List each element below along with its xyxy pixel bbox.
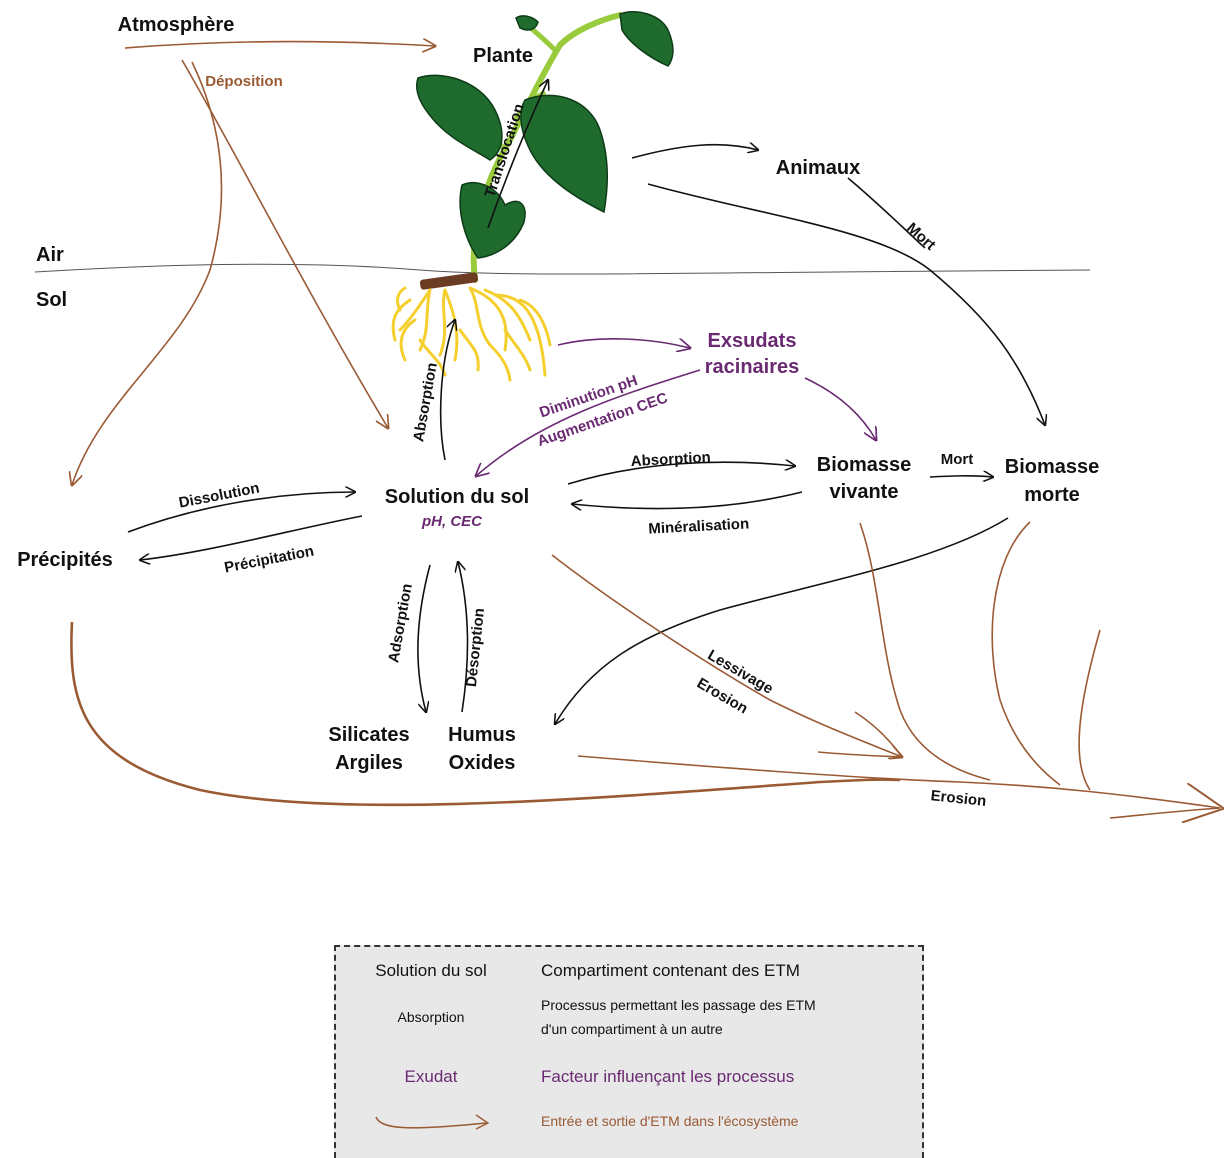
label-erosion-2: Erosion — [930, 787, 987, 810]
node-biomasse-vivante-line1: Biomasse — [817, 454, 912, 476]
arrow-translocation — [487, 80, 548, 229]
arrow-absorption-racines — [439, 320, 455, 461]
node-exsudats-line1: Exsudats — [708, 330, 797, 352]
label-mort-biomasse: Mort — [941, 451, 974, 468]
legend-process-desc-1: Processus permettant les passage des ETM — [541, 997, 816, 1013]
label-mineralisation: Minéralisation — [648, 515, 750, 537]
label-absorption-racines: Absorption — [410, 361, 441, 443]
node-solution-du-sol: Solution du sol — [385, 486, 529, 508]
arrow-erosion-main — [577, 755, 1220, 808]
arrow-exsudats-solution — [476, 369, 701, 476]
arrow-deposition-precipites — [72, 61, 223, 485]
node-plante: Plante — [473, 45, 533, 67]
arrow-plant-animaux — [631, 145, 758, 159]
arrow-lessivage-erosion — [551, 554, 902, 757]
legend-io-desc: Entrée et sortie d'ETM dans l'écosystème — [541, 1113, 799, 1129]
plant-illustration — [416, 10, 674, 290]
arrow-biomasse-morte-out — [991, 521, 1061, 786]
node-silicates-line1: Silicates — [328, 724, 409, 746]
arrow-dissolution — [127, 492, 355, 533]
soil-surface-line — [34, 263, 1091, 275]
layer-label-air: Air — [36, 244, 64, 266]
legend-compartment-key: Solution du sol — [375, 961, 487, 980]
arrow-adsorption — [417, 564, 431, 712]
label-precipitation: Précipitation — [223, 543, 315, 577]
arrow-desorption — [458, 562, 469, 713]
arrow-precipites-erosion — [70, 621, 901, 807]
arrow-atmosphere-plante — [124, 42, 435, 48]
arrow-exsudats-biomasse — [804, 377, 876, 440]
node-solution-props: pH, CEC — [421, 513, 483, 530]
factor-arrows — [476, 338, 876, 476]
arrow-biomasse-morte-humus — [555, 517, 1009, 724]
node-silicates-line2: Argiles — [335, 752, 403, 774]
label-dissolution: Dissolution — [177, 479, 260, 511]
arrow-mort-biomasse — [929, 476, 993, 477]
io-arrows — [71, 42, 1220, 818]
node-precipites: Précipités — [17, 549, 113, 571]
legend-process-key: Absorption — [397, 1009, 465, 1025]
label-absorption-biomasse: Absorption — [630, 449, 711, 470]
legend-factor-key: Exudat — [404, 1067, 458, 1086]
node-exsudats-line2: racinaires — [705, 356, 800, 378]
node-animaux: Animaux — [776, 157, 860, 179]
flux-arrows — [127, 80, 1045, 724]
node-biomasse-morte-line2: morte — [1024, 484, 1080, 506]
node-atmosphere: Atmosphère — [118, 14, 235, 36]
legend-factor-desc: Facteur influençant les processus — [541, 1067, 795, 1086]
label-adsorption: Adsorption — [385, 582, 416, 664]
legend-io-arrow-icon — [375, 1114, 490, 1130]
legend-process-desc-2: d'un compartiment à un autre — [541, 1021, 723, 1037]
arrow-deposition-solution — [181, 59, 388, 428]
arrow-mineralisation — [572, 491, 803, 508]
label-mort-animaux: Mort — [903, 219, 939, 253]
arrow-plant-biomasse-morte — [647, 183, 1045, 425]
label-deposition: Déposition — [205, 73, 283, 90]
node-biomasse-vivante-line2: vivante — [830, 481, 899, 503]
node-biomasse-morte-line1: Biomasse — [1005, 456, 1100, 478]
legend-compartment-desc: Compartiment contenant des ETM — [541, 961, 800, 980]
node-humus-line2: Oxides — [449, 752, 516, 774]
arrow-animaux-mort — [847, 177, 926, 249]
node-humus-line1: Humus — [448, 724, 516, 746]
legend: Solution du sol Compartiment contenant d… — [334, 945, 924, 1158]
layer-label-sol: Sol — [36, 289, 67, 311]
arrow-roots-exsudats — [557, 338, 690, 348]
arrow-precipitation — [140, 515, 363, 560]
arrow-absorption-biomasse — [567, 462, 795, 485]
arrow-biomasse-vivante-out — [859, 522, 991, 781]
roots-illustration — [391, 286, 552, 382]
